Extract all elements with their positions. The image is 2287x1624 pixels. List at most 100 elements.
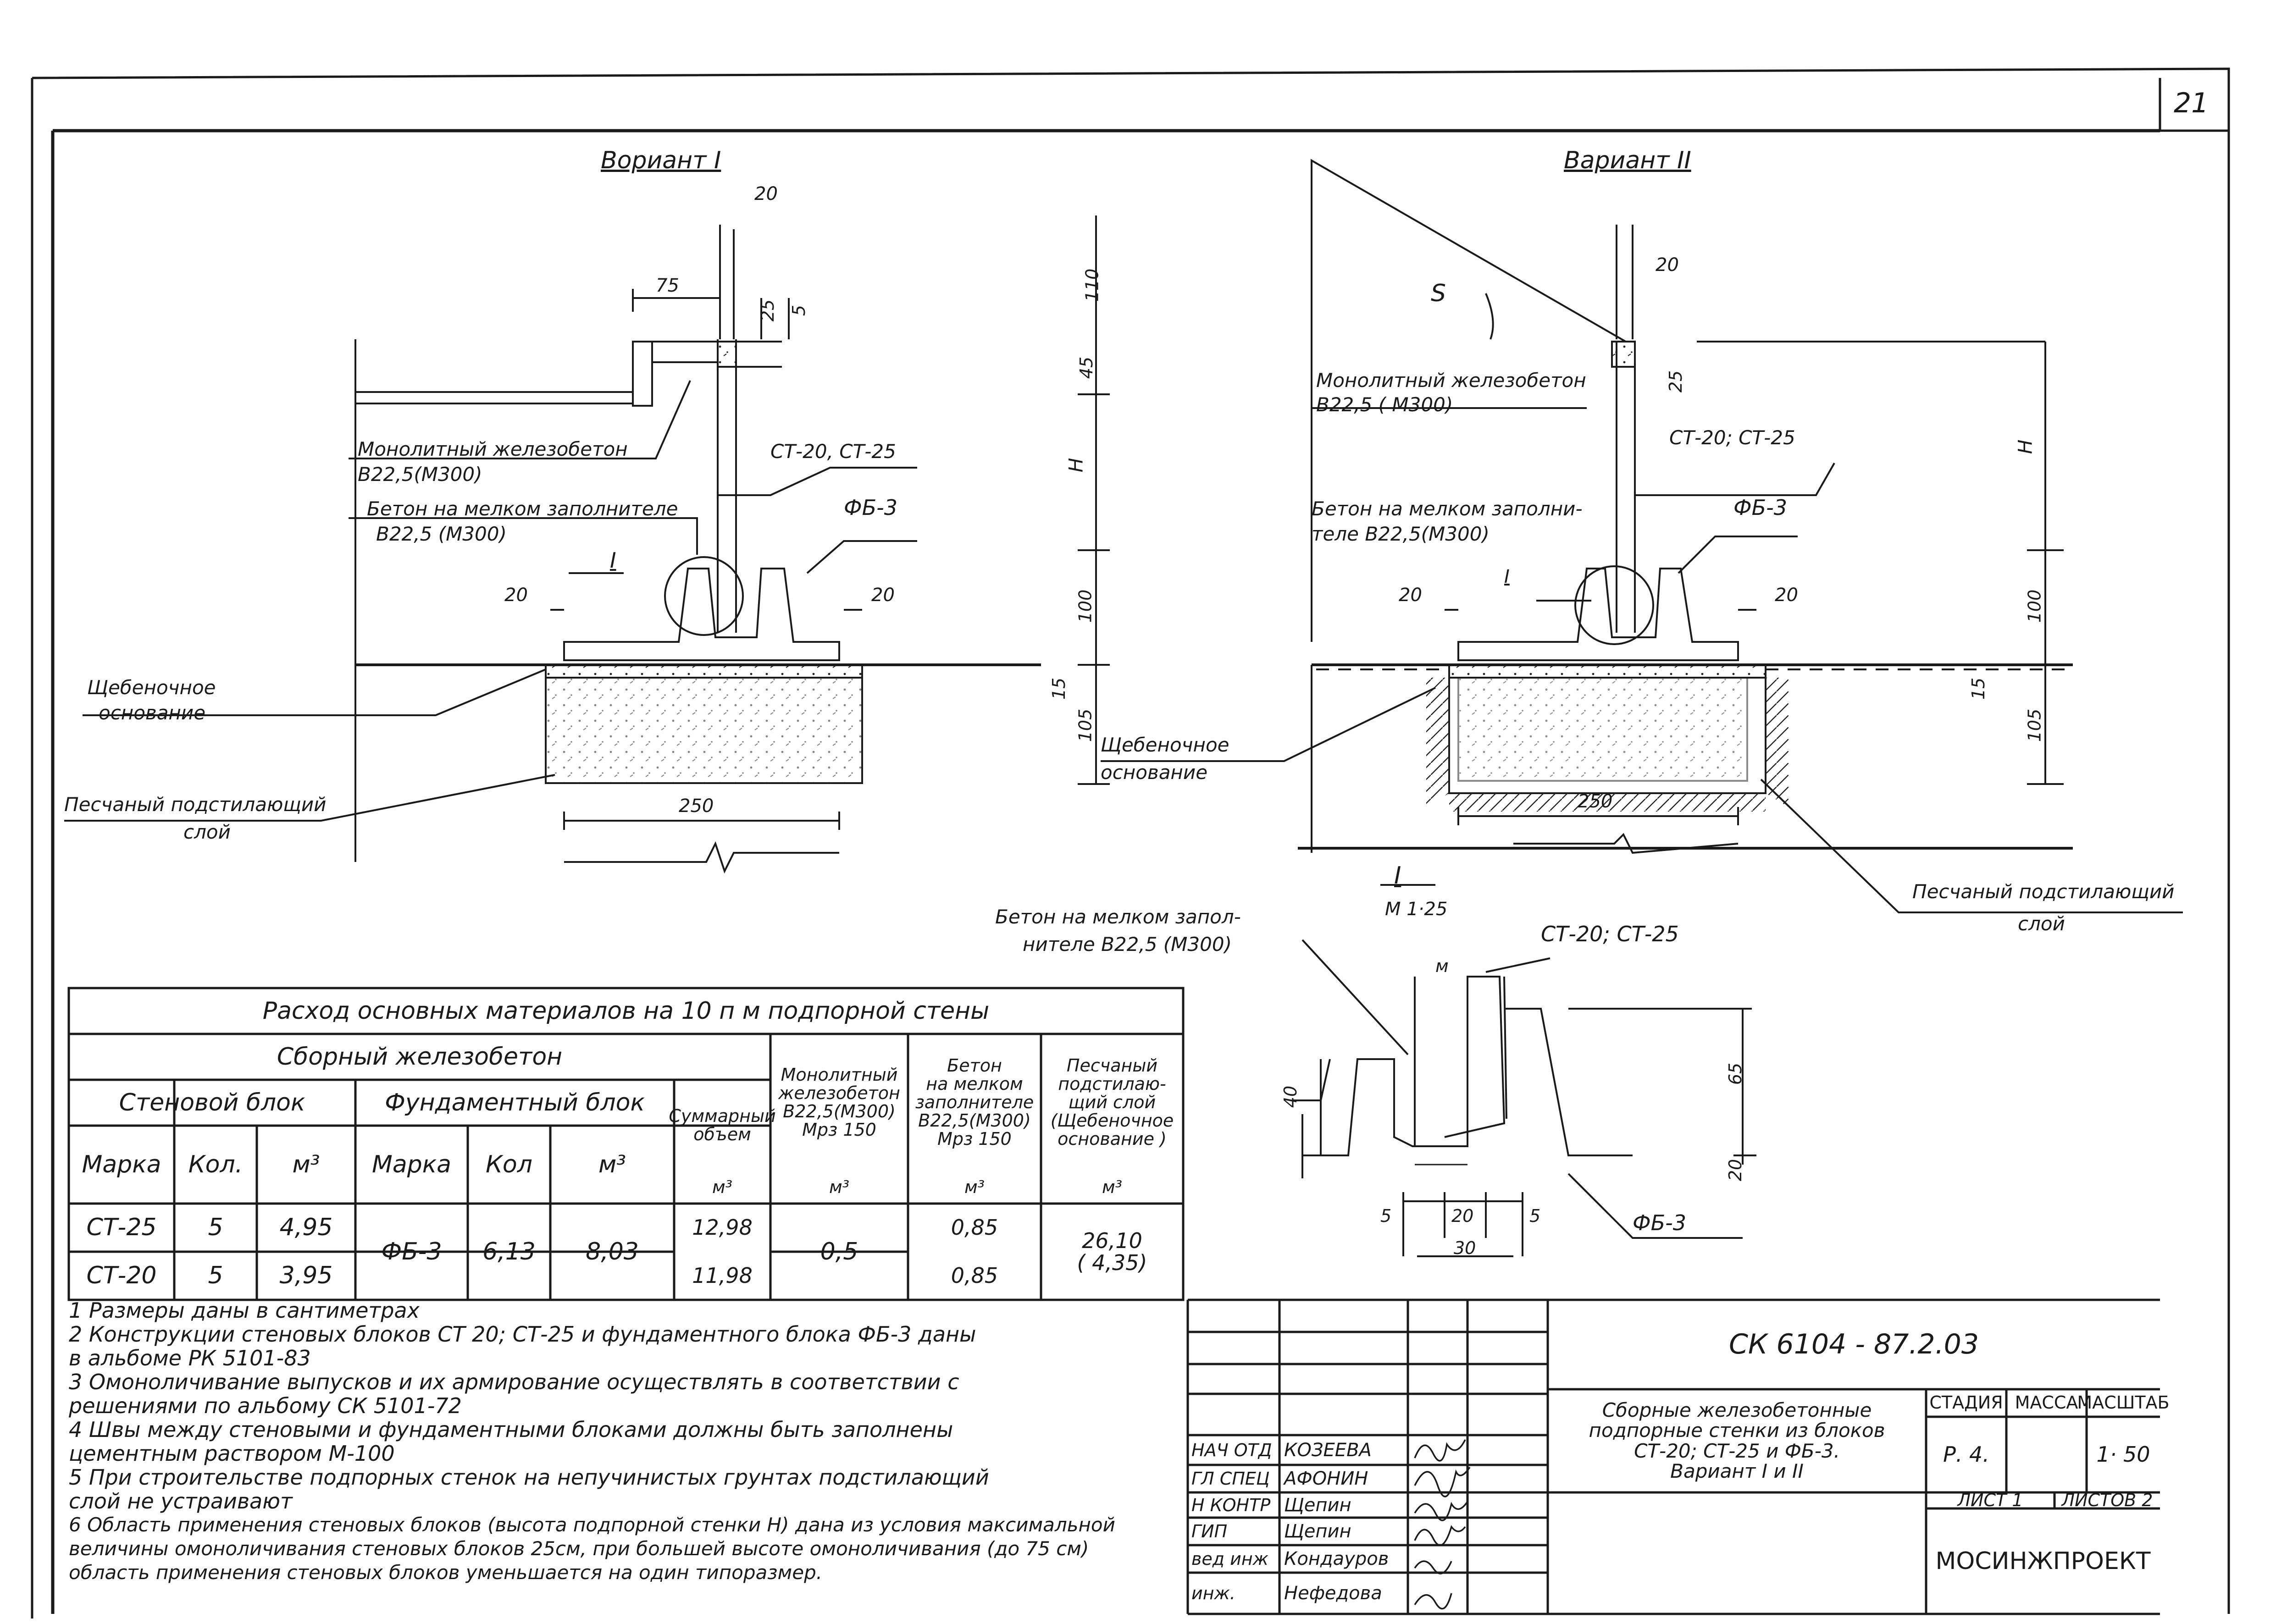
v1-sand-label-2: слой xyxy=(183,821,231,843)
merged-fb-mark: ФБ-3 xyxy=(381,1237,442,1265)
v2-dim-100: 100 xyxy=(2024,589,2045,623)
v1-dim-75: 75 xyxy=(656,275,679,296)
th-concrete: Бетон на мелком заполнителе В22,5(М300) … xyxy=(915,1055,1034,1149)
note-line: величины омоноличивания стеновых блоков … xyxy=(69,1537,1089,1560)
v2-concrete-label-2: теле В22,5(М300) xyxy=(1312,523,1490,545)
merged-monolith: 0,5 xyxy=(820,1237,858,1265)
note-line: 1 Размеры даны в сантиметрах xyxy=(69,1298,420,1323)
row2-vol: 3,95 xyxy=(279,1262,333,1290)
merged-fb-vol: 8,03 xyxy=(586,1237,639,1265)
v2-dim-15: 15 xyxy=(1968,677,1989,700)
th-mark: Марка xyxy=(82,1150,161,1178)
v2-walls-label: СТ-20; СТ-25 xyxy=(1669,426,1795,449)
row1-total: 12,98 xyxy=(692,1215,753,1240)
drawing-description: Сборные железобетонные подпорные стенки … xyxy=(1589,1399,1885,1482)
detail-dim-m: м xyxy=(1435,956,1449,976)
v2-monolith-grade: В22,5 ( М300) xyxy=(1316,393,1453,416)
th-concrete-unit: м³ xyxy=(964,1177,985,1198)
row1-concrete: 0,85 xyxy=(951,1215,998,1240)
detail-dim-5-right: 5 xyxy=(1529,1206,1541,1226)
stage-value: Р. 4. xyxy=(1943,1442,1989,1467)
person-name: АФОНИН xyxy=(1284,1468,1368,1489)
v1-section-mark: I xyxy=(610,548,616,573)
v1-fb-label: ФБ-3 xyxy=(844,495,898,520)
note-line: область применения стеновых блоков умень… xyxy=(69,1561,823,1584)
v1-dim-25: 25 xyxy=(758,299,778,322)
v1-dim-100: 100 xyxy=(1075,589,1096,623)
merged-fb-qty: 6,13 xyxy=(482,1237,536,1265)
person-name: КОЗЕЕВА xyxy=(1284,1439,1372,1461)
v1-dim-250: 250 xyxy=(679,795,714,817)
detail-dim-20-right: 20 xyxy=(1725,1159,1746,1182)
detail-dim-40: 40 xyxy=(1280,1085,1301,1108)
role: НАЧ ОТД xyxy=(1191,1440,1272,1460)
note-line: в альбоме РК 5101-83 xyxy=(69,1346,311,1370)
v1-dim-5: 5 xyxy=(789,304,809,316)
stage-header: СТАДИЯ xyxy=(1929,1392,2003,1413)
v1-monolith-grade: В22,5(М300) xyxy=(358,463,482,486)
table-group-precast: Сборный железобетон xyxy=(277,1043,563,1071)
th-sand-unit: м³ xyxy=(1102,1177,1122,1198)
th-total-unit: м³ xyxy=(712,1177,732,1198)
v1-dim-105: 105 xyxy=(1075,708,1096,742)
detail-dim-20-mid: 20 xyxy=(1451,1206,1474,1226)
v1-walls-label: СТ-20, СТ-25 xyxy=(770,440,896,463)
person-name: Щепин xyxy=(1284,1521,1351,1542)
detail-fb-label: ФБ-3 xyxy=(1633,1210,1687,1235)
drawing-code: СК 6104 - 87.2.03 xyxy=(1728,1328,1979,1360)
v2-sand-label-2: слой xyxy=(2018,912,2065,935)
v2-dim-105: 105 xyxy=(2024,708,2045,742)
role: инж. xyxy=(1191,1583,1235,1603)
v1-monolith-label: Монолитный железобетон xyxy=(358,438,628,460)
v2-sand-label-1: Песчаный подстилающий xyxy=(1912,880,2175,903)
sheets-total: ЛИСТОВ 2 xyxy=(2061,1490,2153,1510)
th-monolith-unit: м³ xyxy=(829,1177,849,1198)
v1-gravel-label-2: основание xyxy=(99,702,206,724)
detail-title: I xyxy=(1394,862,1401,889)
organization: МОСИНЖПРОЕКТ xyxy=(1935,1547,2151,1575)
table-group-found: Фундаментный блок xyxy=(385,1088,645,1116)
person-name: Кондауров xyxy=(1284,1548,1389,1569)
v2-monolith-label: Монолитный железобетон xyxy=(1316,369,1586,392)
note-line: 6 Область применения стеновых блоков (вы… xyxy=(69,1514,1115,1536)
merged-sand: 26,10 ( 4,35) xyxy=(1077,1228,1147,1275)
variant2-title: Вариант II xyxy=(1564,147,1691,174)
detail-dim-65: 65 xyxy=(1725,1062,1746,1085)
th-qty: Кол. xyxy=(188,1150,243,1178)
v1-dim-110: 110 xyxy=(1082,268,1102,302)
v1-dim-h: H xyxy=(1064,458,1087,473)
v2-gravel-label-1: Щебеночное xyxy=(1101,734,1229,756)
detail-dim-5-left: 5 xyxy=(1380,1206,1392,1226)
v1-dim-45: 45 xyxy=(1076,356,1097,379)
th-vol2: м³ xyxy=(598,1150,626,1178)
note-line: 4 Швы между стеновыми и фундаментными бл… xyxy=(69,1417,953,1442)
v2-section-mark: I xyxy=(1504,566,1510,587)
person-name: Щепин xyxy=(1284,1494,1351,1516)
v2-dim-25: 25 xyxy=(1666,370,1686,393)
scale-value: 1· 50 xyxy=(2096,1442,2150,1467)
table-title: Расход основных материалов на 10 п м под… xyxy=(262,997,990,1025)
note-line: цементным раствором М-100 xyxy=(69,1441,395,1466)
detail-concrete-label-2: нителе В22,5 (М300) xyxy=(1023,933,1232,956)
th-total: Суммарный объем xyxy=(669,1106,776,1144)
v1-dim-20-left: 20 xyxy=(504,585,528,606)
th-monolith: Монолитный железобетон В22,5(М300) Мрз 1… xyxy=(778,1065,900,1140)
row1-qty: 5 xyxy=(208,1214,223,1242)
th-vol: м³ xyxy=(292,1150,320,1178)
v2-gravel-label-2: основание xyxy=(1101,761,1208,784)
table-group-wall: Стеновой блок xyxy=(119,1088,305,1116)
v2-concrete-label-1: Бетон на мелком заполни- xyxy=(1312,497,1583,520)
v1-concrete-label: Бетон на мелком заполнителе xyxy=(367,497,678,520)
note-line: 5 При строительстве подпорных стенок на … xyxy=(69,1465,989,1490)
variant1-title: Вориант I xyxy=(601,147,721,174)
v2-dim-top-20: 20 xyxy=(1656,254,1679,276)
role: ГЛ СПЕЦ xyxy=(1191,1469,1270,1489)
note-line: слой не устраивают xyxy=(69,1489,293,1514)
detail-concrete-label-1: Бетон на мелком запол- xyxy=(995,906,1241,928)
v1-dim-20-right: 20 xyxy=(871,585,895,606)
v1-dim-15: 15 xyxy=(1049,677,1069,700)
role: вед инж xyxy=(1191,1549,1268,1569)
detail-dim-30: 30 xyxy=(1454,1238,1476,1258)
v2-angle-label: S xyxy=(1431,280,1446,307)
